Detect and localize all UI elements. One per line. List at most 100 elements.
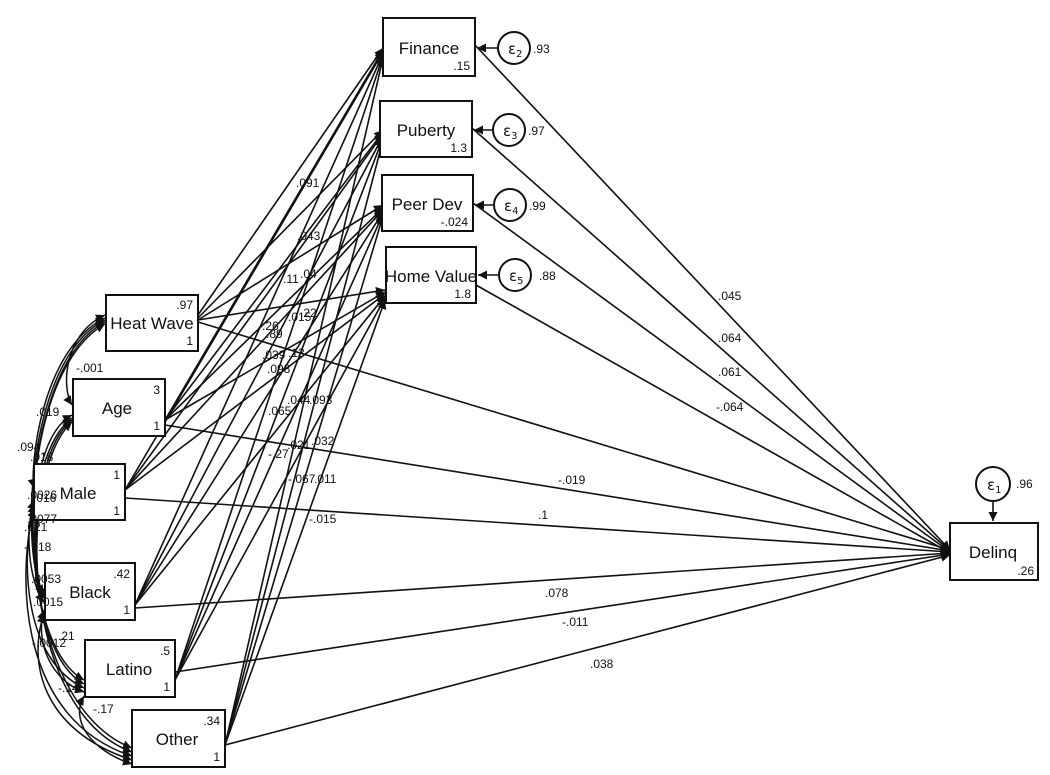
- path-age-puberty: [164, 131, 384, 421]
- error-e1[interactable]: ε1 .96: [975, 466, 1033, 502]
- paths-to-delinq: [124, 44, 951, 746]
- node-age[interactable]: Age 3 1: [72, 378, 166, 437]
- error-terms: ε2 .93 ε3 .97 ε4 .99 ε5 .88 ε1 .96: [492, 31, 1033, 502]
- node-intercept-homevalue: 1.8: [454, 287, 471, 301]
- coef-cov-8: .021: [24, 520, 48, 534]
- node-black[interactable]: Black .42 1: [44, 562, 136, 621]
- path-age-finance: [164, 49, 384, 421]
- node-variance-black: .42: [113, 567, 130, 581]
- coef-mediator-19: .011: [314, 472, 337, 486]
- node-mean-age: 1: [153, 419, 160, 433]
- coef-age-delinq: -.019: [558, 473, 586, 487]
- path-latino-delinq: [174, 550, 951, 673]
- coef-puberty-delinq: .064: [718, 331, 742, 345]
- coef-mediator-20: -.015: [309, 512, 337, 526]
- node-mean-heatwave: 1: [186, 334, 193, 348]
- node-variance-heatwave: .97: [176, 298, 193, 312]
- path-other-peerdev: [224, 215, 385, 746]
- path-male-puberty: [124, 133, 384, 491]
- path-other-homevalue: [224, 299, 387, 746]
- coef-mediator-6: .22: [300, 306, 317, 320]
- coef-other-delinq: .038: [590, 657, 614, 671]
- node-label-delinq: Delinq: [969, 543, 1017, 562]
- coef-cov-9: -.018: [24, 540, 52, 554]
- coef-finance-delinq: .045: [718, 289, 742, 303]
- node-variance-male: 1: [113, 468, 120, 482]
- coef-mediator-1: .091: [296, 176, 320, 190]
- error-e2[interactable]: ε2 .93: [497, 31, 550, 65]
- coef-cov-7: .0077: [27, 512, 57, 526]
- coef-mediator-13: .044: [287, 393, 311, 407]
- coef-mediator-14: .093: [309, 393, 333, 407]
- path-puberty-delinq: [471, 127, 951, 552]
- path-age-delinq: [164, 424, 951, 555]
- error-variance-e4: .99: [529, 199, 546, 213]
- node-label-male: Male: [60, 484, 97, 503]
- node-label-other: Other: [156, 730, 199, 749]
- path-heatwave-finance: [197, 47, 384, 316]
- coef-mediator-7: -.26: [258, 319, 279, 333]
- coef-cov-3: .094: [17, 440, 41, 454]
- delinq-coefficients: .045 .064 .061 -.064 -.019 .1 .078 -.011…: [538, 289, 744, 671]
- error-symbol-e3: ε3: [503, 122, 517, 142]
- node-peerdev[interactable]: Peer Dev -.024: [381, 174, 474, 232]
- error-variance-e5: .88: [539, 269, 556, 283]
- node-variance-latino: .5: [160, 644, 170, 658]
- node-finance[interactable]: Finance .15: [382, 17, 476, 77]
- error-symbol-e1: ε1: [987, 476, 1001, 496]
- node-delinq[interactable]: Delinq .26: [949, 522, 1039, 581]
- path-male-peerdev: [124, 209, 384, 491]
- node-variance-age: 3: [153, 383, 160, 397]
- coef-cov-6: .016: [33, 491, 57, 505]
- error-e3[interactable]: ε3 .97: [492, 113, 545, 147]
- path-black-puberty: [134, 135, 384, 606]
- coef-cov-15: -.17: [93, 702, 114, 716]
- path-heatwave-delinq: [197, 321, 951, 552]
- coef-mediator-9: .89: [266, 327, 283, 341]
- node-puberty[interactable]: Puberty 1.3: [379, 100, 473, 158]
- exogenous-to-mediator-paths: [124, 47, 387, 746]
- coef-mediator-8: .13: [288, 346, 305, 360]
- coef-mediator-15: .021: [287, 438, 311, 452]
- path-other-delinq: [224, 552, 951, 746]
- path-black-delinq: [134, 549, 951, 609]
- error-e4[interactable]: ε4 .99: [493, 188, 546, 222]
- node-latino[interactable]: Latino .5 1: [84, 639, 176, 698]
- path-finance-delinq: [474, 44, 951, 551]
- path-heatwave-homevalue: [197, 286, 386, 321]
- path-latino-puberty: [174, 137, 384, 681]
- coef-homevalue-delinq: -.064: [716, 400, 744, 414]
- path-black-peerdev: [134, 211, 384, 606]
- error-symbol-e2: ε2: [508, 40, 522, 60]
- mediator-coefficients: .091 .043 .11 .04 .015 .22 -.26 .13 .89 …: [258, 176, 337, 526]
- node-homevalue[interactable]: Home Value 1.8: [385, 246, 477, 304]
- coef-mediator-5: .015: [288, 310, 312, 324]
- error-symbol-e5: ε5: [509, 267, 523, 287]
- node-label-homevalue: Home Value: [385, 267, 477, 286]
- coef-latino-delinq: -.011: [562, 615, 589, 629]
- path-black-finance: [134, 53, 384, 606]
- node-label-heatwave: Heat Wave: [110, 314, 193, 333]
- path-male-finance: [124, 51, 384, 491]
- coef-cov-13: -.0012: [32, 636, 66, 650]
- node-variance-other: .34: [203, 714, 220, 728]
- node-intercept-peerdev: -.024: [441, 215, 469, 229]
- path-heatwave-puberty: [197, 129, 384, 319]
- path-latino-finance: [174, 55, 385, 681]
- coef-cov-10: .0053: [31, 572, 61, 586]
- error-e5[interactable]: ε5 .88: [498, 258, 556, 292]
- coef-cov-14: -.14: [58, 681, 79, 695]
- coef-mediator-2: .043: [297, 229, 321, 243]
- path-other-puberty: [224, 139, 386, 746]
- coef-mediator-17: -.27: [268, 447, 289, 461]
- node-label-black: Black: [69, 583, 111, 602]
- node-heatwave[interactable]: Heat Wave .97 1: [105, 294, 199, 352]
- node-other[interactable]: Other .34 1: [131, 709, 226, 768]
- coef-mediator-10: .039: [262, 348, 286, 362]
- error-symbol-e4: ε4: [504, 197, 518, 217]
- exogenous-nodes: Heat Wave .97 1 Age 3 1 Male 1 1 Black .…: [33, 294, 226, 768]
- node-label-finance: Finance: [399, 39, 459, 58]
- node-male[interactable]: Male 1 1: [33, 463, 126, 521]
- node-intercept-puberty: 1.3: [450, 141, 467, 155]
- node-mean-latino: 1: [163, 680, 170, 694]
